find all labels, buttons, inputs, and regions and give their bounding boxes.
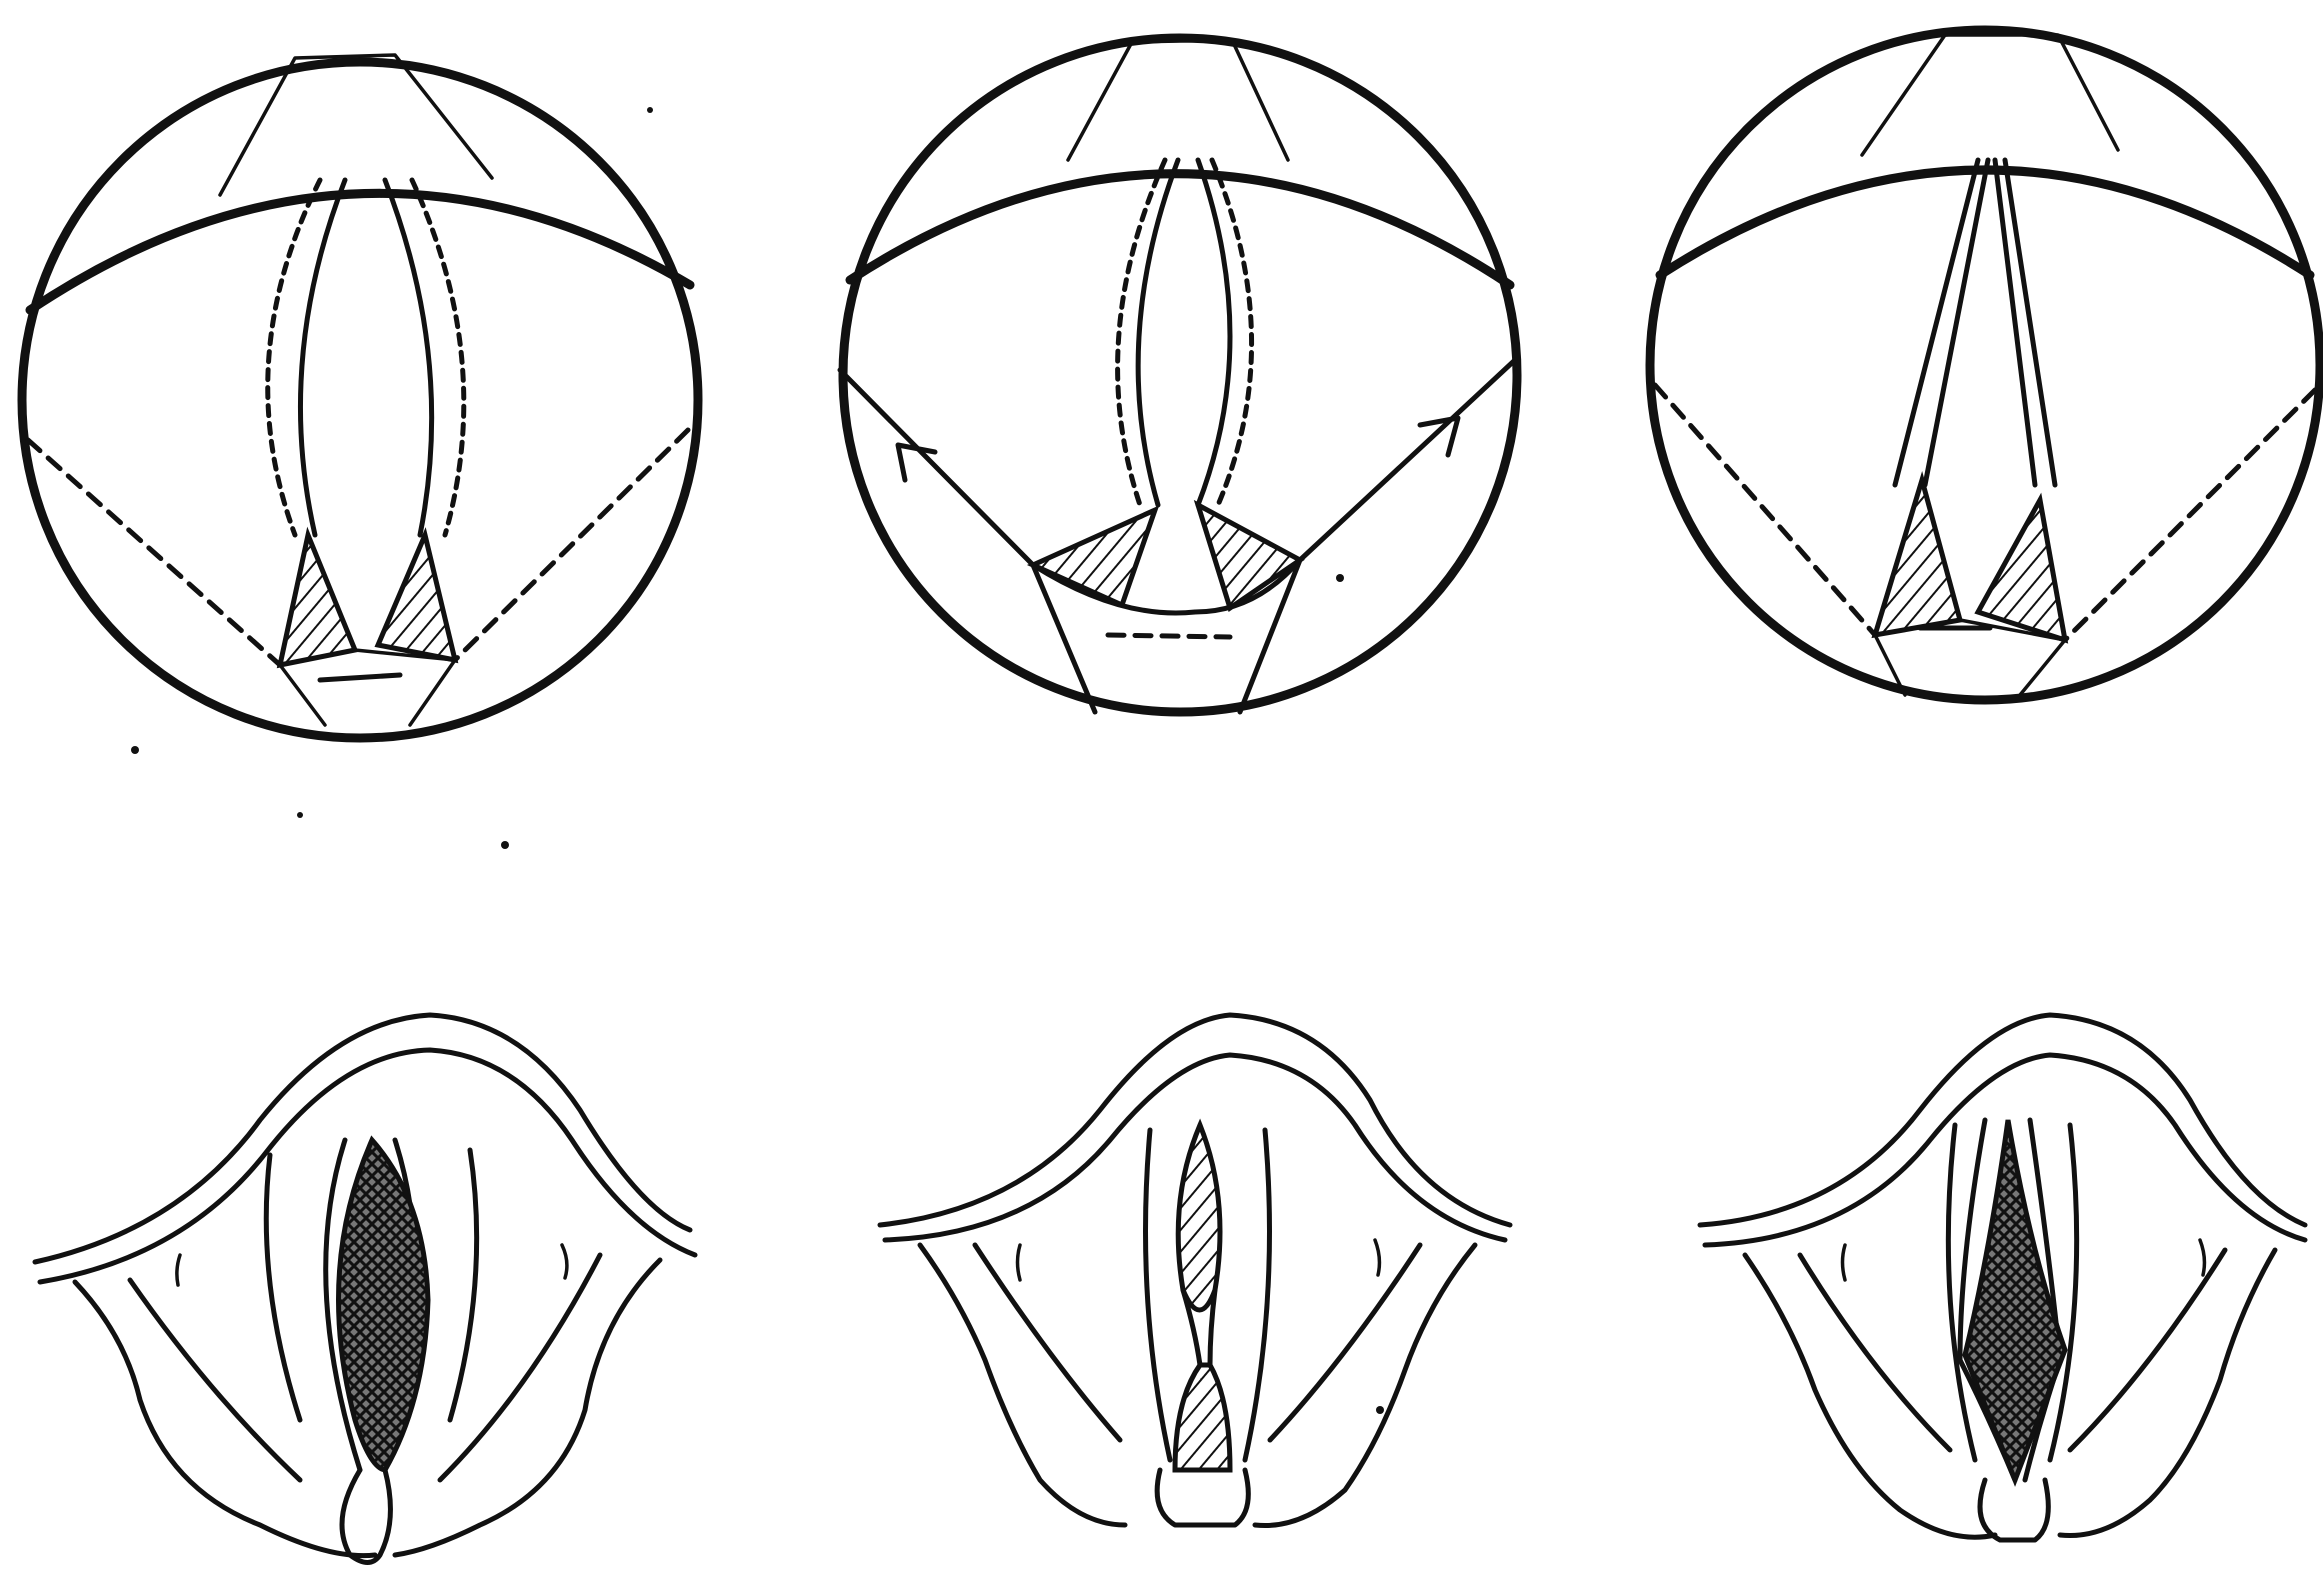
left-aryepiglottic-fold: [920, 1245, 1125, 1525]
epiglottis-tip: [1068, 40, 1288, 160]
right-ventricular-fold: [1245, 1130, 1270, 1460]
left-fold-inner: [1800, 1255, 1950, 1450]
glottis-posterior-gap: [1965, 1120, 2065, 1480]
right-arytenoid: [378, 535, 455, 660]
posterior-commissure: [1157, 1470, 1248, 1525]
posterior-wall-lines: [280, 660, 455, 725]
glottis-posterior-opening: [1175, 1365, 1230, 1470]
right-ventricular-fold: [450, 1150, 477, 1420]
right-aryepiglottic-fold: [395, 1260, 660, 1555]
right-aryepiglottic-fold: [2060, 1250, 2275, 1536]
right-arytenoid: [1978, 500, 2065, 640]
glottis-opening: [339, 1140, 428, 1470]
left-arytenoid: [1033, 510, 1155, 605]
right-vocal-fold: [1198, 160, 1230, 505]
epiglottis-rim: [30, 193, 690, 310]
right-aryepiglottic-fold: [1255, 1245, 1475, 1526]
panel-bottom-right-larynx-posterior-gap: [1700, 1015, 2305, 1540]
left-aryepiglottic-line: [840, 370, 1033, 565]
left-vocal-fold: [300, 180, 345, 535]
right-fold-inner: [1270, 1245, 1420, 1440]
left-ventricular-fold: [266, 1155, 300, 1420]
panel-top-left-glottis-open: [22, 55, 698, 738]
left-ventricular-fold: [1146, 1130, 1171, 1460]
right-ventricular-fold: [412, 180, 464, 535]
arytenoid-cartilages: [342, 1470, 390, 1563]
left-arytenoid: [1875, 480, 1960, 635]
commissure-dashed-mark: [1108, 635, 1230, 637]
right-aryepiglottic-line: [2065, 390, 2315, 640]
panel-top-right-glottis-narrow: [1650, 30, 2320, 700]
panel-bottom-middle-larynx-hourglass: [880, 1015, 1510, 1526]
right-motion-arrow: [1420, 418, 1458, 455]
panel-top-middle-glottis-gap: [840, 38, 1517, 712]
left-ventricular-fold: [268, 180, 320, 535]
left-arytenoid: [280, 535, 355, 665]
right-vocal-fold: [385, 180, 432, 535]
commissure-mark: [320, 675, 400, 680]
endoscope-view-circle: [22, 62, 698, 738]
left-aryepiglottic-line: [28, 440, 280, 665]
left-aryepiglottic-fold: [1745, 1255, 1995, 1537]
left-fold-inner: [975, 1245, 1120, 1440]
epiglottis-rim: [850, 174, 1510, 285]
arytenoid-cartilages: [1980, 1480, 2048, 1540]
right-aryepiglottic-line: [455, 430, 688, 660]
epiglottis-tip: [1862, 35, 2118, 155]
glottis-anterior-opening: [1178, 1125, 1220, 1310]
panel-bottom-left-larynx-open: [35, 1015, 695, 1563]
